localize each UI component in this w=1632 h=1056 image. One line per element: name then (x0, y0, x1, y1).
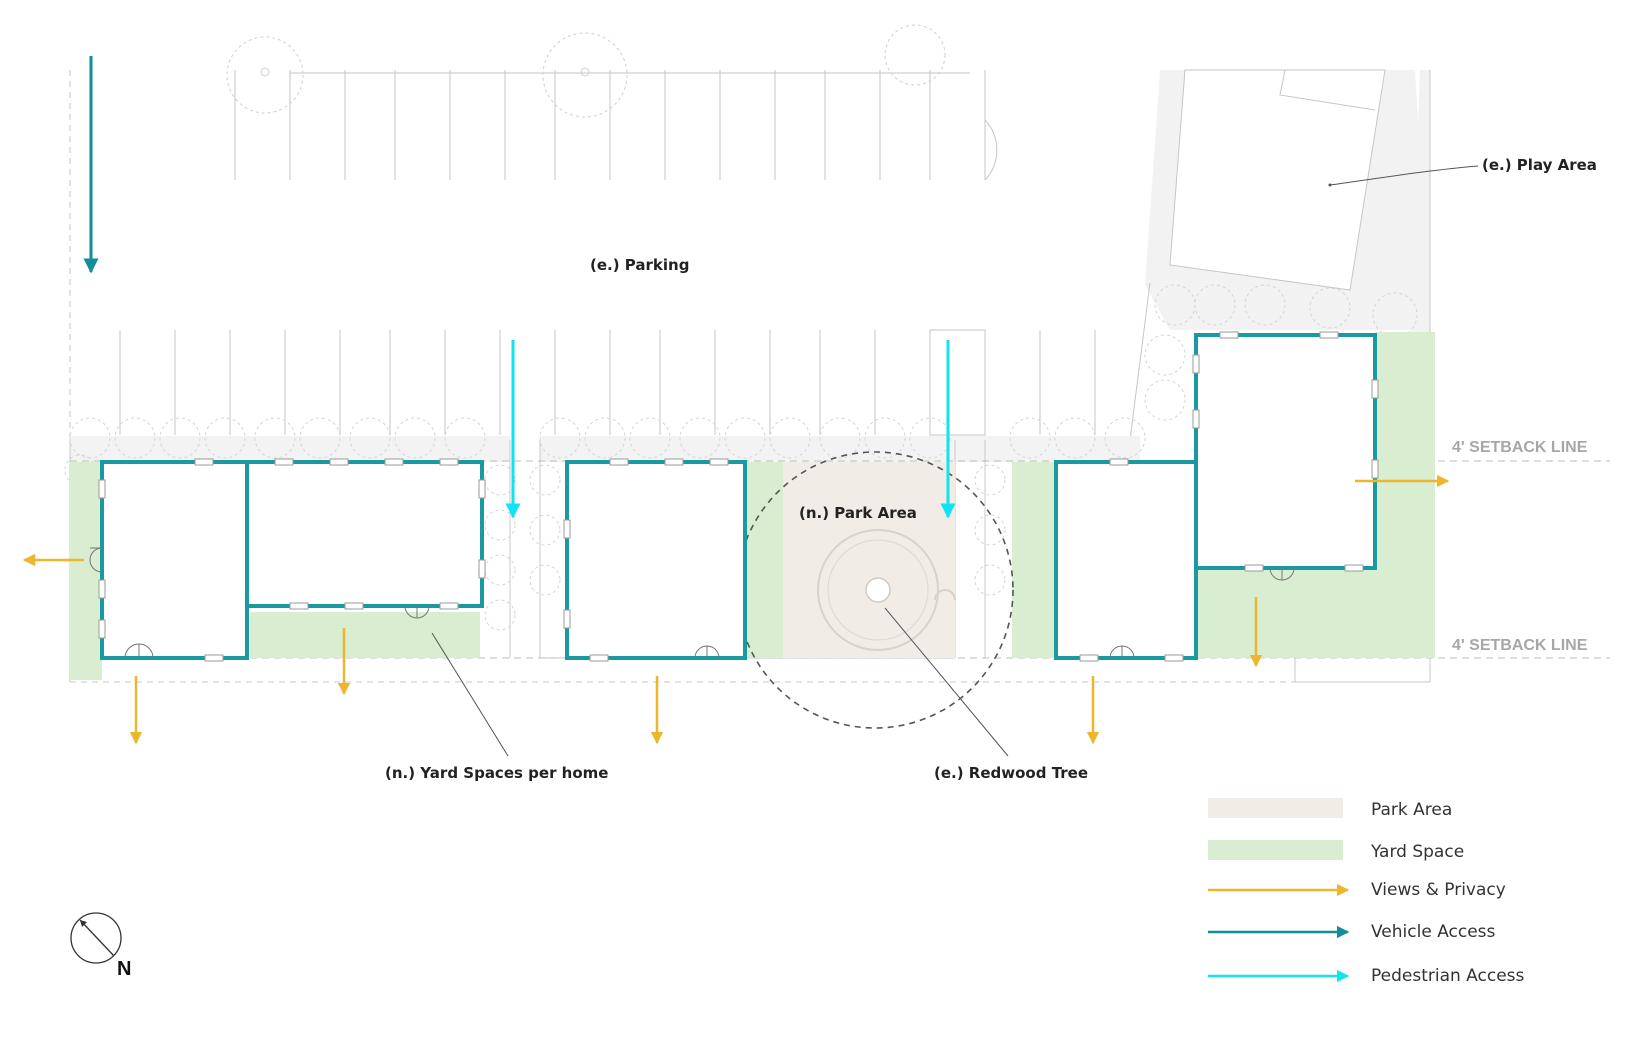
parking-label: (e.) Parking (590, 256, 689, 274)
legend-label-vehicle-access: Vehicle Access (1371, 922, 1496, 942)
north-arrow: N (70, 912, 131, 980)
yard-space-unit-5 (1196, 568, 1381, 658)
label-leaders (431, 165, 1479, 757)
redwood-trunk (865, 577, 891, 603)
unit-4 (1054, 460, 1198, 660)
legend-label-yard-space: Yard Space (1370, 842, 1464, 862)
legend-label-pedestrian-access: Pedestrian Access (1371, 966, 1525, 986)
setback-label-lower: 4' SETBACK LINE (1452, 637, 1588, 654)
yard-spaces-label: (n.) Yard Spaces per home (385, 764, 608, 782)
windows (98, 331, 1379, 662)
legend-label-views-privacy: Views & Privacy (1371, 880, 1506, 900)
yard-space-unit-5-side (1375, 332, 1435, 658)
unit-3 (565, 460, 747, 660)
north-label: N (117, 958, 131, 980)
pedestrian-access-arrows (505, 340, 956, 519)
legend-swatch-park-area (1208, 798, 1343, 818)
redwood-tree-label: (e.) Redwood Tree (934, 764, 1088, 782)
parking-stalls-top (234, 70, 986, 180)
unit-5 (1194, 333, 1377, 570)
unit-1 (100, 460, 249, 660)
legend-label-park-area: Park Area (1371, 800, 1452, 820)
buildings (100, 333, 1377, 660)
planting-strip (70, 436, 1140, 462)
redwood-trunk-ring (817, 529, 939, 651)
legend: Park Area Yard Space Views & Privacy Veh… (1208, 798, 1525, 986)
doors (89, 547, 1295, 659)
yard-space-unit-4 (1012, 462, 1056, 658)
yard-space-unit-3 (745, 462, 783, 658)
play-area-label: (e.) Play Area (1482, 156, 1597, 174)
parking-stalls-bottom (119, 330, 1096, 435)
setback-label-upper: 4' SETBACK LINE (1452, 439, 1588, 456)
park-area (783, 462, 956, 658)
yard-space-unit-2 (250, 612, 480, 658)
park-area-label: (n.) Park Area (799, 504, 917, 522)
north-arrow-circle (70, 912, 122, 964)
existing-trees-parking (226, 24, 946, 118)
parking-lot (69, 70, 1096, 440)
legend-swatch-yard-space (1208, 840, 1343, 860)
play-area-zone (1129, 69, 1431, 678)
yard-spaces (70, 332, 1435, 680)
unit-2 (245, 460, 484, 608)
views-privacy-arrows (22, 474, 1450, 745)
